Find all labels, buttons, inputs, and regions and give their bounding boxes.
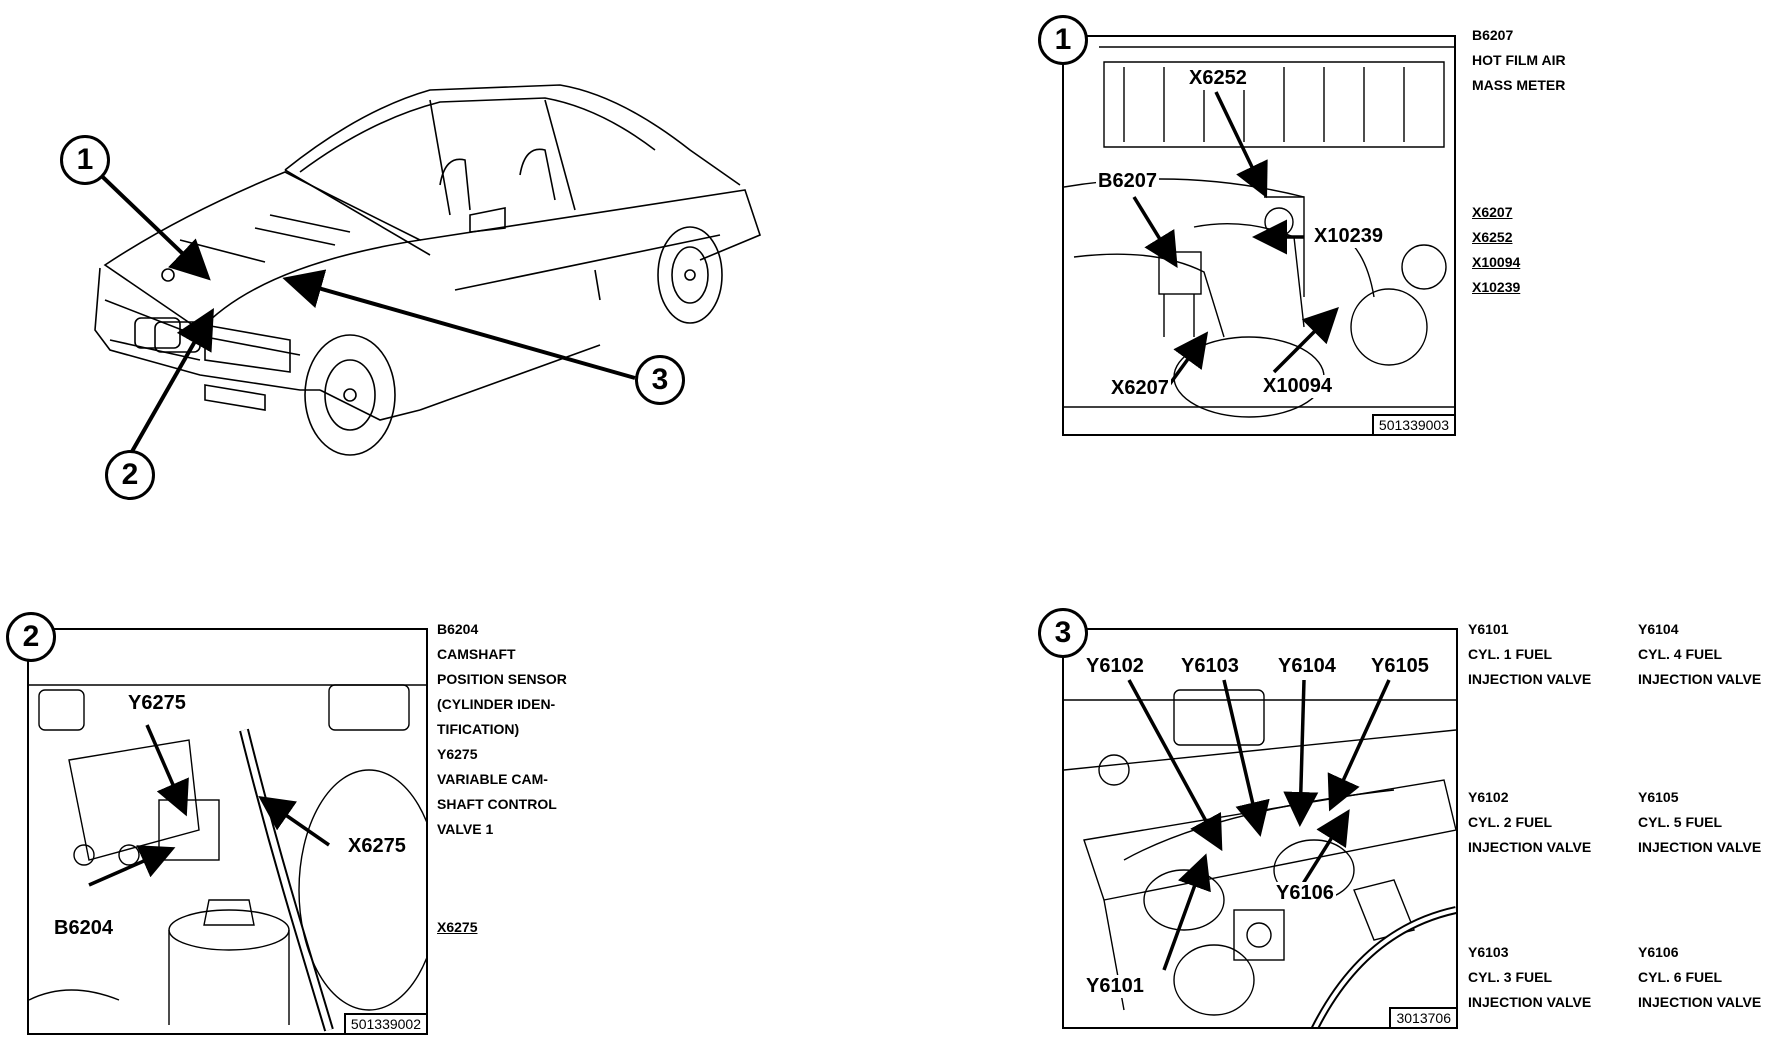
arrow-callout-2	[128, 308, 214, 456]
car-body	[94, 84, 761, 456]
legend-b6204-desc-3: (CYLINDER IDEN-	[437, 696, 556, 712]
legend-b6207-code: B6207	[1472, 27, 1514, 43]
panel-1-legend: B6207 HOT FILM AIR MASS METER	[1472, 23, 1566, 98]
label-x6207: X6207	[1109, 377, 1171, 400]
panel-2-connector-list: X6275	[437, 915, 477, 940]
panel-2-badge: 2	[6, 612, 56, 662]
legend-b6207-desc-2: MASS METER	[1472, 77, 1566, 93]
overview-callout-2: 2	[105, 450, 155, 500]
legend-y6104-code: Y6104	[1638, 621, 1679, 637]
panel-2-camshaft-sensor: Y6275 X6275 B6204 501339002	[27, 628, 428, 1035]
legend-b6204-desc-4: TIFICATION)	[437, 721, 520, 737]
legend-y6102: Y6102 CYL. 2 FUEL INJECTION VALVE	[1468, 785, 1591, 860]
panel-3-engine-illustration	[1064, 679, 1456, 1027]
connector-x6207: X6207	[1472, 204, 1513, 220]
legend-y6275-desc-2: SHAFT CONTROL	[437, 796, 557, 812]
label-b6207: B6207	[1096, 170, 1159, 193]
legend-y6105-desc-2: INJECTION VALVE	[1638, 839, 1762, 855]
overview-callout-1: 1	[60, 135, 110, 185]
legend-y6103-desc-1: CYL. 3 FUEL	[1468, 969, 1553, 985]
overview-callout-3: 3	[635, 355, 685, 405]
legend-y6103-desc-2: INJECTION VALVE	[1468, 994, 1592, 1010]
legend-b6204-desc-1: CAMSHAFT	[437, 646, 516, 662]
legend-y6105-desc-1: CYL. 5 FUEL	[1638, 814, 1723, 830]
panel-1-engine-illustration	[1064, 46, 1454, 418]
legend-y6105: Y6105 CYL. 5 FUEL INJECTION VALVE	[1638, 785, 1761, 860]
panel-2-legend-valve: Y6275 VARIABLE CAM- SHAFT CONTROL VALVE …	[437, 742, 557, 842]
label-y6101: Y6101	[1084, 975, 1146, 998]
panel-1-air-mass-meter: X6252 B6207 X10239 X6207 X10094 50133900…	[1062, 35, 1456, 436]
legend-y6102-code: Y6102	[1468, 789, 1509, 805]
label-y6105: Y6105	[1369, 655, 1431, 678]
legend-y6101-code: Y6101	[1468, 621, 1509, 637]
panel-3-badge: 3	[1038, 608, 1088, 658]
legend-y6103: Y6103 CYL. 3 FUEL INJECTION VALVE	[1468, 940, 1591, 1015]
panel-3-fuel-injection-valves: Y6102 Y6103 Y6104 Y6105 Y6106 Y6101 3013…	[1062, 628, 1458, 1029]
label-b6204: B6204	[52, 917, 115, 940]
connector-x10239: X10239	[1472, 279, 1521, 295]
legend-y6102-desc-1: CYL. 2 FUEL	[1468, 814, 1553, 830]
legend-y6101: Y6101 CYL. 1 FUEL INJECTION VALVE	[1468, 617, 1591, 692]
label-y6103: Y6103	[1179, 655, 1241, 678]
legend-y6106: Y6106 CYL. 6 FUEL INJECTION VALVE	[1638, 940, 1761, 1015]
label-y6102: Y6102	[1084, 655, 1146, 678]
label-x6252: X6252	[1187, 67, 1249, 90]
legend-y6105-code: Y6105	[1638, 789, 1679, 805]
legend-b6204-desc-2: POSITION SENSOR	[437, 671, 567, 687]
panel-3-reference-number: 3013706	[1389, 1007, 1456, 1027]
legend-y6275-code: Y6275	[437, 746, 478, 762]
arrow-callout-1	[83, 158, 211, 281]
legend-y6101-desc-2: INJECTION VALVE	[1468, 671, 1592, 687]
legend-y6102-desc-2: INJECTION VALVE	[1468, 839, 1592, 855]
label-y6106: Y6106	[1274, 882, 1336, 905]
legend-y6275-desc-3: VALVE 1	[437, 821, 494, 837]
legend-y6104: Y6104 CYL. 4 FUEL INJECTION VALVE	[1638, 617, 1761, 692]
label-y6104: Y6104	[1276, 655, 1338, 678]
panel-1-badge: 1	[1038, 15, 1088, 65]
car-overview-illustration	[83, 84, 761, 456]
label-x6275: X6275	[346, 835, 408, 858]
panel-1-connector-list: X6207 X6252 X10094 X10239	[1472, 200, 1520, 300]
legend-y6101-desc-1: CYL. 1 FUEL	[1468, 646, 1553, 662]
legend-y6275-desc-1: VARIABLE CAM-	[437, 771, 548, 787]
legend-y6106-desc-2: INJECTION VALVE	[1638, 994, 1762, 1010]
arrow-callout-3	[282, 269, 636, 380]
legend-y6103-code: Y6103	[1468, 944, 1509, 960]
connector-x10094: X10094	[1472, 254, 1521, 270]
legend-b6204-code: B6204	[437, 621, 479, 637]
connector-x6275: X6275	[437, 919, 478, 935]
legend-y6106-code: Y6106	[1638, 944, 1679, 960]
legend-y6104-desc-1: CYL. 4 FUEL	[1638, 646, 1723, 662]
connector-x6252: X6252	[1472, 229, 1513, 245]
panel-1-reference-number: 501339003	[1371, 414, 1454, 434]
label-x10239: X10239	[1312, 225, 1385, 248]
legend-b6207-desc-1: HOT FILM AIR	[1472, 52, 1566, 68]
legend-y6104-desc-2: INJECTION VALVE	[1638, 671, 1762, 687]
label-y6275: Y6275	[126, 692, 188, 715]
panel-2-legend-sensor: B6204 CAMSHAFT POSITION SENSOR (CYLINDER…	[437, 617, 567, 742]
panel-2-engine-illustration	[29, 684, 426, 1032]
label-x10094: X10094	[1261, 375, 1334, 398]
panel-2-reference-number: 501339002	[343, 1013, 426, 1033]
legend-y6106-desc-1: CYL. 6 FUEL	[1638, 969, 1723, 985]
